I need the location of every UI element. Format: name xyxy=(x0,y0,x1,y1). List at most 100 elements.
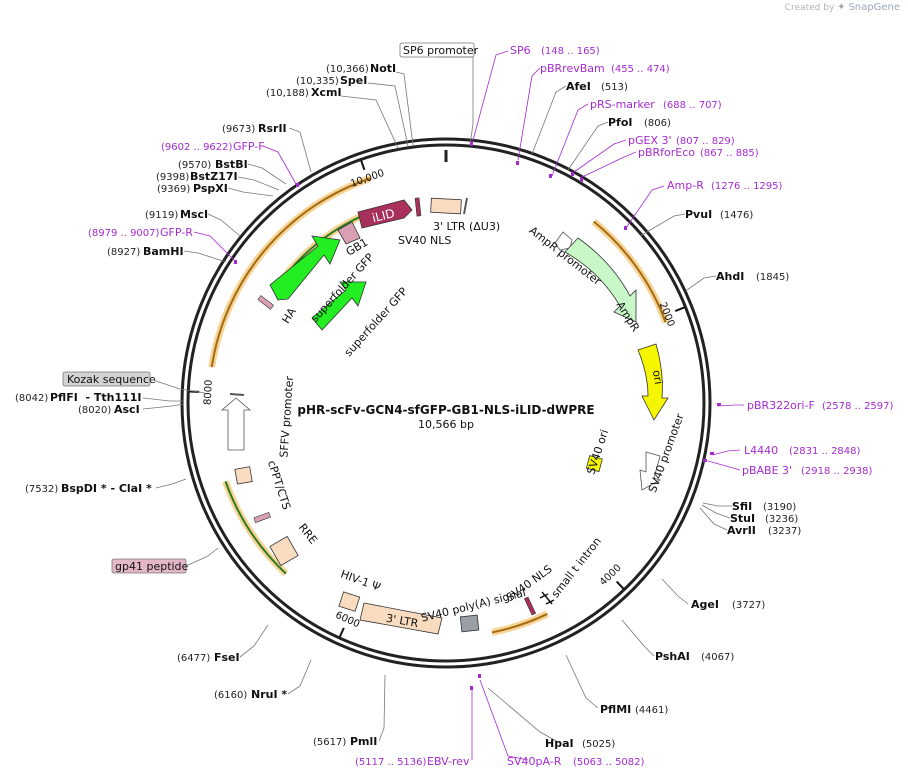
primer-l4440-pos: (2831 .. 2848) xyxy=(789,446,861,457)
site-bstbi-pos: (9570) xyxy=(178,160,211,171)
site-agei-name: AgeI xyxy=(691,598,719,611)
site-pflfi-pos: (8042) xyxy=(15,393,48,404)
site-pspxi-pos: (9369) xyxy=(157,184,190,195)
site-rsrii-name: RsrII xyxy=(258,122,287,135)
leader-lines xyxy=(142,50,744,761)
primer-sp6-name: SP6 xyxy=(510,44,531,57)
rre-box xyxy=(269,535,299,567)
site-pfoi-pos: (806) xyxy=(644,118,671,129)
tick-mark xyxy=(615,580,625,590)
orf-rre-line xyxy=(224,481,287,575)
primer-pbrrevbam-name: pBRrevBam xyxy=(540,62,605,75)
tick-label: 8000 xyxy=(203,379,215,405)
site-pmli-pos: (5617) xyxy=(313,737,346,748)
site-bamhi-pos: (8927) xyxy=(107,247,140,258)
primer-ebv-rev-name: EBV-rev xyxy=(427,755,470,768)
site-xcmi-pos: (10,188) xyxy=(266,88,309,99)
orf-sv40-line xyxy=(491,613,548,634)
primer-marks xyxy=(234,142,721,690)
site-stui-pos: (3236) xyxy=(765,514,798,525)
site-rsrii-pos: (9673) xyxy=(222,124,255,135)
sv40-promoter-arrow xyxy=(639,451,661,491)
features-layer xyxy=(220,197,669,635)
hiv1-psi-box xyxy=(338,591,361,612)
site-pvui-name: PvuI xyxy=(685,208,712,221)
site-bstz17i-pos: (9398) xyxy=(156,172,189,183)
feature-label-ha: HA xyxy=(279,305,299,326)
ha-box xyxy=(257,295,274,310)
site-spei-pos: (10,335) xyxy=(296,76,339,87)
primer-prs-marker-pos: (688 .. 707) xyxy=(663,100,722,111)
feature-label-small-t-intron: small t intron xyxy=(549,535,604,600)
primer-gfp-r-pos: (8979 .. 9007) xyxy=(88,228,160,239)
sfgfp-arrow-1 xyxy=(269,235,341,301)
primer-pbr322ori-f-pos: (2578 .. 2597) xyxy=(822,401,894,412)
site-sfii-name: SfiI xyxy=(732,500,752,513)
sv40-nls-bottom xyxy=(523,596,537,616)
primer-gfp-r-name: GFP-R xyxy=(160,226,193,239)
boxed-labels: SP6 promoter Kozak sequence gp41 peptide xyxy=(62,42,479,574)
primer-pbr322ori-f-name: pBR322ori-F xyxy=(747,399,815,412)
site-avrii-name: AvrII xyxy=(727,524,756,537)
site-afei-pos: (513) xyxy=(601,82,628,93)
ampr-arrow xyxy=(564,237,637,323)
site-pflfi-name: PflFI - Tth111I xyxy=(50,391,142,404)
site-nrui-pos: (6160) xyxy=(214,690,247,701)
site-pvui-pos: (1476) xyxy=(720,210,753,221)
feature-label-cppt: cPPT/CTS xyxy=(265,459,293,512)
credit-prefix: Created by xyxy=(784,3,835,13)
kozak-label: Kozak sequence xyxy=(67,373,156,386)
primer-ebv-rev-pos: (5117 .. 5136) xyxy=(355,757,427,768)
sffv-promoter-arrow xyxy=(220,397,252,451)
sp6-promoter-label: SP6 promoter xyxy=(403,44,479,57)
sv40-nls-top xyxy=(414,197,422,217)
orf-main-line xyxy=(210,177,371,368)
snapgene-logo: ✦ xyxy=(837,2,846,13)
site-bstz17i-name: BstZ17I xyxy=(190,170,238,183)
feature-label-ltr-3: 3' LTR xyxy=(385,612,420,631)
site-pspxi-name: PspXI xyxy=(193,182,228,195)
primer-pbrforeco-pos: (867 .. 885) xyxy=(700,148,759,159)
primer-amp-r-pos: (1276 .. 1295) xyxy=(711,181,783,192)
primer-sv40pa-r-pos: (5063 .. 5082) xyxy=(573,757,645,768)
primer-gfp-f-name: GFP-F xyxy=(233,140,265,153)
ltr-du3-box xyxy=(430,197,462,215)
plasmid-name: pHR-scFv-GCN4-sfGFP-GB1-NLS-iLID-dWPRE xyxy=(297,403,594,417)
site-stui-name: StuI xyxy=(730,512,755,525)
tick-mark xyxy=(360,160,366,171)
site-asci-pos: (8020) xyxy=(78,405,111,416)
ori-arrow xyxy=(637,343,669,421)
orf-amp-line xyxy=(593,220,667,323)
tick-label: 10,000 xyxy=(349,168,386,190)
primer-l4440-name: L4440 xyxy=(744,444,778,457)
primer-pbabe3-pos: (2918 .. 2938) xyxy=(801,466,873,477)
feature-labels: 3' LTR (ΔU3) SV40 NLS iLID GB1 superfold… xyxy=(265,206,687,630)
site-fsei-name: FseI xyxy=(214,651,240,664)
primer-sv40pa-r-name: SV40pA-R xyxy=(507,755,562,768)
site-msci-pos: (9119) xyxy=(145,210,178,221)
site-afei-name: AfeI xyxy=(566,80,591,93)
feature-label-rre: RRE xyxy=(296,521,320,547)
small-t-intron-mark xyxy=(539,591,555,605)
primer-pbrforeco-name: pBRforEco xyxy=(638,146,695,159)
feature-label-sffv: SFFV promoter xyxy=(277,375,296,458)
site-pfoi-name: PfoI xyxy=(608,116,633,129)
site-hpai-pos: (5025) xyxy=(582,739,615,750)
site-bamhi-name: BamHI xyxy=(143,245,184,258)
site-pshai-name: PshAI xyxy=(655,650,690,663)
feature-label-hiv1-psi: HIV-1 Ψ xyxy=(339,568,383,595)
primer-pgex3-pos: (807 .. 829) xyxy=(676,136,735,147)
feature-label-sv40-ori: SV40 ori xyxy=(585,428,612,476)
credit-brand: SnapGene xyxy=(848,2,900,13)
feature-label-ltr-du3: 3' LTR (ΔU3) xyxy=(433,220,500,233)
primer-gfp-f-pos: (9602 .. 9622) xyxy=(161,142,233,153)
feature-label-sv40-promoter: SV40 promoter xyxy=(646,412,687,495)
site-ahdi-name: AhdI xyxy=(716,270,744,283)
restriction-sites: (10,366) NotI (10,335) SpeI (10,188) Xcm… xyxy=(15,62,801,750)
feature-label-ampr: AmpR xyxy=(614,299,643,334)
site-sfii-pos: (3190) xyxy=(763,502,796,513)
sp6-bar xyxy=(463,197,468,215)
site-clai-name: BspDI * - ClaI * xyxy=(61,482,152,495)
gp41-label: gp41 peptide xyxy=(115,560,189,573)
